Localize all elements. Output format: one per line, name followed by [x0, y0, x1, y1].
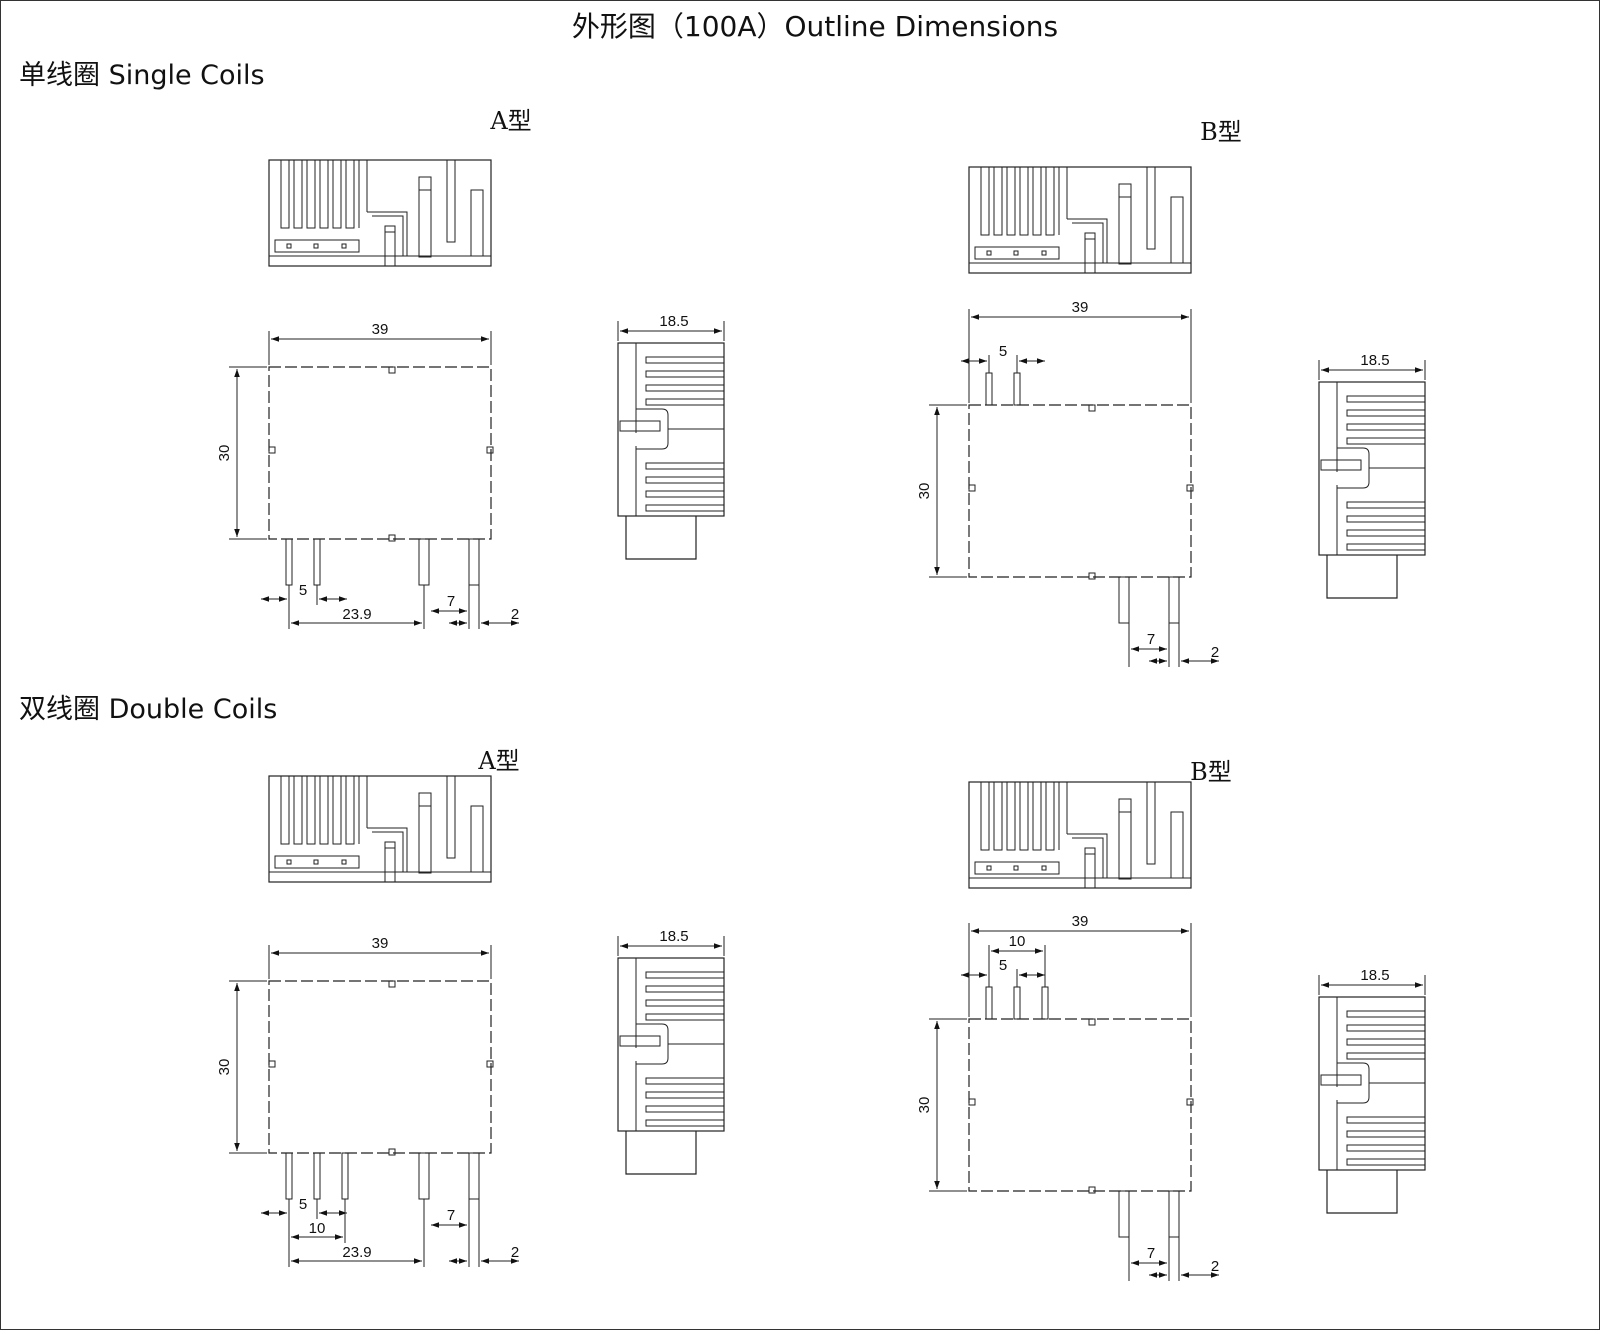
dim-height-front-view-single-b: 30	[916, 483, 933, 500]
section-heading-single-coils: 单线圈 Single Coils	[19, 60, 265, 91]
dim-width-front-view-double-b: 39	[1072, 913, 1089, 930]
top-view-single-a	[268, 159, 492, 267]
dim-height-front-view-double-a: 30	[216, 1059, 233, 1076]
side-view-double-a: 18.5	[617, 928, 725, 1175]
section-heading-double-coils: 双线圈 Double Coils	[19, 694, 277, 725]
dim-depth-side-view-single-b: 18.5	[1360, 352, 1389, 369]
front-view-double-b: 39 30 510 7 2	[916, 913, 1219, 1281]
dim-pitch-front-view-single-b: 5	[999, 343, 1007, 360]
front-view-single-b: 39 30 5 7 2	[916, 299, 1219, 667]
dim-depth-side-view-double-a: 18.5	[659, 928, 688, 945]
dim-pin-front-view-double-a: 2	[511, 1244, 519, 1261]
dim-gap-front-view-single-a: 7	[447, 593, 455, 610]
front-view-double-a: 39 30 510 23.9 7 2	[216, 935, 519, 1267]
front-view-single-a: 39 30 5 23.9 7 2	[216, 321, 519, 629]
top-view-double-a	[268, 775, 492, 883]
dim-gap-front-view-double-a: 7	[447, 1207, 455, 1224]
dim-pitch-front-view-double-b: 5	[999, 957, 1007, 974]
dim-pitch2-front-view-double-a: 10	[309, 1220, 326, 1237]
side-view-single-a: 18.5	[617, 313, 725, 560]
type-label-double-a: A型	[477, 747, 519, 775]
dim-gap-front-view-double-b: 7	[1147, 1245, 1155, 1262]
dim-height-front-view-double-b: 30	[916, 1097, 933, 1114]
dim-span-front-view-single-a: 23.9	[342, 606, 371, 623]
dim-width-front-view-double-a: 39	[372, 935, 389, 952]
dim-pitch2-front-view-double-b: 10	[1009, 933, 1026, 950]
dim-pitch-front-view-double-a: 5	[299, 1196, 307, 1213]
dim-width-front-view-single-a: 39	[372, 321, 389, 338]
type-label-double-b: B型	[1190, 758, 1232, 786]
dim-pitch-front-view-single-a: 5	[299, 582, 307, 599]
side-view-double-b: 18.5	[1318, 967, 1426, 1214]
top-view-single-b	[968, 166, 1192, 274]
type-label-single-a: A型	[489, 107, 531, 135]
top-view-double-b	[968, 781, 1192, 889]
dim-pin-front-view-double-b: 2	[1211, 1258, 1219, 1275]
page-title: 外形图（100A）Outline Dimensions	[572, 10, 1058, 43]
type-label-single-b: B型	[1200, 118, 1242, 146]
dim-span-front-view-double-a: 23.9	[342, 1244, 371, 1261]
dim-pin-front-view-single-b: 2	[1211, 644, 1219, 661]
side-view-single-b: 18.5	[1318, 352, 1426, 599]
dim-width-front-view-single-b: 39	[1072, 299, 1089, 316]
dim-depth-side-view-single-a: 18.5	[659, 313, 688, 330]
dim-pin-front-view-single-a: 2	[511, 606, 519, 623]
dim-height-front-view-single-a: 30	[216, 445, 233, 462]
dim-gap-front-view-single-b: 7	[1147, 631, 1155, 648]
dim-depth-side-view-double-b: 18.5	[1360, 967, 1389, 984]
